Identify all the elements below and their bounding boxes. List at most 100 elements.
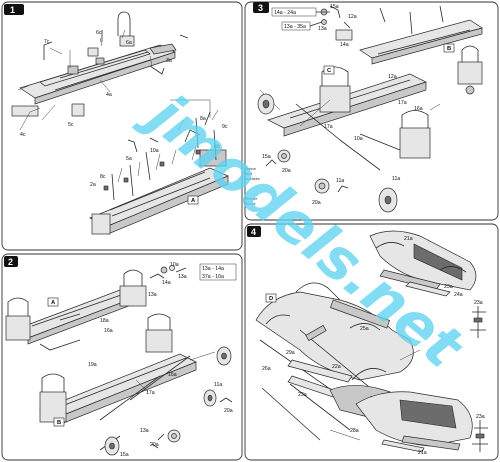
step-4-part-label: 26a [262,366,271,372]
step-2-part-label: 20a [224,408,233,414]
paint-note-line: Lackfarbe [244,177,260,181]
step-4-part-label: 29a [286,350,295,356]
step-1-part-label: 10a [150,148,159,154]
step-3-part-label: 17a [398,100,407,106]
step-2-part-label: 18a [100,318,109,324]
step-1-box-label: A [191,198,196,204]
step-1-leader-lines [19,29,153,131]
step-2-upper-frame [5,269,147,351]
step-2-brake-drum [203,389,233,407]
step-3-inset-detail [265,149,349,194]
paint-note-line: Pintura [244,202,255,206]
step-2-box-label: B [57,420,61,426]
step-1-part-label: 8a [200,116,206,122]
step-4-box-d [265,293,277,303]
step-1-part-label: 6c [96,30,102,36]
step-1-badge [4,4,24,15]
step-1-part-label: 5c [68,122,74,128]
step-3-box-c [323,65,335,75]
step-2-inset-detail [151,429,181,449]
step-1-chassis-frame [11,11,189,117]
step-3-part-label: 11a [392,176,400,182]
step-2-part-label: 13a [178,274,187,280]
step-3-box-label: B [447,46,451,52]
step-2-part-label: 14a [162,280,171,286]
step-3-part-label: 11a [336,178,344,184]
step-1-chassis-assembly [89,109,229,235]
step-1-part-label: 7c [44,39,50,45]
step-3-lower-chassis [259,66,441,171]
step-2-brake-drum [216,346,232,366]
step-3-part-label: 20a [282,168,291,174]
step-2-number: 2 [8,257,13,267]
step-4-part-label: 23a [298,392,307,398]
step-3-panel: 3 14a - 24a 13a 15a 13a - 35a 12a 14a B [244,1,499,221]
step-1-part-label: 3a [166,58,172,64]
step-3-box-label: C [327,68,332,74]
paint-note: Vernice Paint Lackfarbe Peinture Pintura [244,167,260,206]
step-1-part-label: 8c [100,174,106,180]
step-3-part-label: 17a [324,124,333,130]
paint-note-line: Peinture [244,197,257,201]
step-4-main-body [255,282,414,411]
step-3-part-label: 10a [354,136,363,142]
step-3-part-label: 15a [262,154,271,160]
step-3-part-label: 20a [312,200,321,206]
step-2-part-label: 13a - 14a [202,266,224,272]
step-1-panel: 1 7c 6c 6a 3a [1,1,243,251]
step-1-box-a [187,195,199,205]
step-4-part-label: 23a [476,414,485,420]
step-3-upper-frame [359,5,483,95]
step-4-part-label: 21a [418,450,427,456]
step-2-brake-drum [104,436,120,456]
step-4-badge [247,226,261,237]
step-2-part-label: 16a [104,328,113,334]
step-2-part-label: 37a - 10a [202,274,224,280]
step-1-part-label: 9c [222,124,228,130]
step-3-part-label: 13a [318,26,327,32]
step-4-upper-body-shell [369,230,477,297]
step-3-part-label: 14a [340,42,349,48]
step-4-panel: 4 21a 24a 23a D 25a 26a 29a [244,223,499,461]
step-2-lower-chassis [39,313,216,451]
step-3-part-label: 12a [348,14,357,20]
step-2-part-label: 20a [150,442,159,448]
step-4-part-label: 23a [474,300,483,306]
step-4-box-label: D [269,296,273,302]
step-4-part-label: 23a [444,284,453,290]
step-3-part-label: 16a [414,106,423,112]
step-3-detail-callout [271,5,353,41]
step-4-part-label: 24a [454,292,463,298]
step-4-part-label: 22a [332,364,341,370]
step-2-part-label: 13a [140,428,149,434]
step-2-box-b [53,417,65,427]
step-3-part-label: 13a - 35a [284,24,306,30]
step-1-part-label: 4c [20,132,26,138]
step-2-part-label: 11a [214,382,222,388]
step-1-part-label: 6a [126,40,132,46]
step-4-side-diagram [470,306,488,452]
step-3-box-b [443,43,455,53]
step-4-part-label: 21a [404,236,413,242]
paint-note-line: Vernice [244,167,256,171]
step-2-panel: 2 10a 13a 14a 13a - 14a 37a - 10a A 13a … [1,253,243,461]
step-3-badge [253,2,269,13]
step-1-part-label: 2a [90,182,96,188]
step-1-part-label: 4a [106,92,112,98]
step-2-part-label: 17a [146,390,155,396]
step-3-wheel [257,93,275,115]
step-1-part-label: 6b [214,144,220,150]
step-2-part-label: 15a [120,452,129,458]
step-3-wheel [378,187,398,213]
step-3-part-label: 15a [330,4,339,10]
step-2-box-a [47,297,59,307]
step-4-part-label: 28a [350,428,359,434]
step-2-part-label: 19a [88,362,97,368]
step-4-number: 4 [251,227,256,237]
step-4-part-label: 25a [360,326,369,332]
step-3-part-label: 12a [388,74,397,80]
step-4-lower-body-shell [355,391,473,453]
step-2-part-label: 10a [170,262,179,268]
step-2-box-label: A [51,300,56,306]
